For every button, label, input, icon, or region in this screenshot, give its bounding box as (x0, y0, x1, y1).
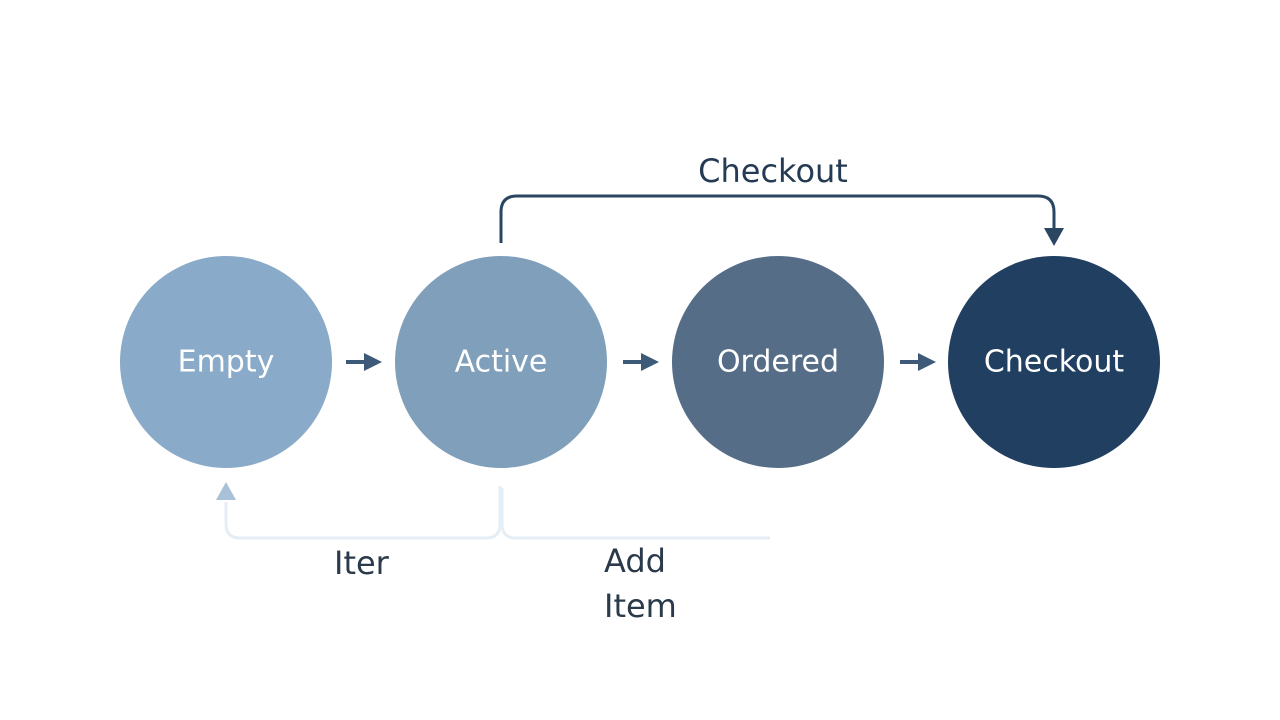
edge-label-item: Item (604, 587, 677, 625)
arrow-active-to-ordered (623, 353, 659, 371)
arrow-empty-to-active (346, 353, 382, 371)
top-connector-arrowhead (1044, 228, 1064, 246)
top-connector-line (499, 194, 1056, 243)
edge-label-checkout: Checkout (698, 152, 848, 190)
node-ordered: Ordered (672, 256, 884, 468)
node-active-label: Active (455, 345, 548, 380)
edge-label-add: Add (604, 542, 666, 580)
bottom-mid-connector-line (500, 488, 770, 540)
node-ordered-label: Ordered (717, 345, 839, 380)
node-ordered-circle (672, 256, 884, 468)
node-empty: Empty (120, 256, 332, 468)
node-active-circle (395, 256, 607, 468)
arrow-ordered-to-checkout (900, 353, 936, 371)
node-checkout-circle (948, 256, 1160, 468)
edge-label-iter: Iter (334, 544, 390, 582)
bottom-left-arrowhead (216, 482, 236, 500)
node-empty-label: Empty (178, 345, 275, 380)
node-active: Active (395, 256, 607, 468)
bottom-left-connector-line (224, 486, 502, 540)
node-empty-circle (120, 256, 332, 468)
node-checkout: Checkout (948, 256, 1160, 468)
node-checkout-label: Checkout (984, 345, 1125, 380)
